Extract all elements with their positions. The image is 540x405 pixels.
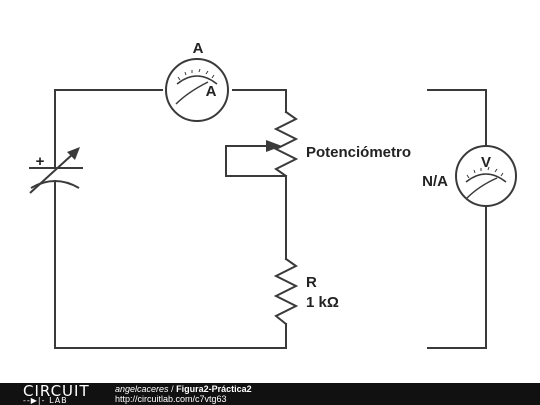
wire-top-right xyxy=(232,89,287,113)
wire-left-bottom xyxy=(54,191,287,349)
byline-separator: / xyxy=(171,384,174,394)
logo-lab-text: LAB xyxy=(49,396,68,405)
byline: angelcaceres / Figura2-Práctica2 xyxy=(115,384,252,394)
author-name[interactable]: angelcaceres xyxy=(115,384,169,394)
diode-icon: -‐▶|- xyxy=(23,396,46,405)
ammeter: A xyxy=(165,58,229,122)
voltmeter-label: N/A xyxy=(422,173,448,190)
circuitlab-logo[interactable]: CIRCUIT xyxy=(23,382,90,400)
voltmeter-symbol: V xyxy=(481,154,491,171)
voltmeter: V xyxy=(455,145,517,207)
variable-voltage-source xyxy=(29,147,83,194)
source-polarity: + xyxy=(36,153,45,170)
potentiometer-wiper xyxy=(225,145,287,177)
variable-arrow-icon xyxy=(67,147,80,160)
footer-bar: CIRCUIT -‐▶|- LAB angelcaceres / Figura2… xyxy=(0,382,540,405)
circuit-title[interactable]: Figura2-Práctica2 xyxy=(176,384,252,394)
resistor-value: 1 kΩ xyxy=(306,294,339,311)
voltmeter-wire xyxy=(427,89,487,349)
resistor-name: R xyxy=(306,274,317,291)
ammeter-label: A xyxy=(193,40,204,57)
resistor-zigzag xyxy=(273,257,299,326)
wiper-arrow-icon xyxy=(266,140,282,152)
ammeter-symbol: A xyxy=(206,83,217,100)
circuitlab-logo-sub: -‐▶|- LAB xyxy=(23,396,68,405)
circuit-diagram: A A Potenciómetro R 1 kΩ + V xyxy=(29,40,517,349)
circuit-url[interactable]: http://circuitlab.com/c7vtg63 xyxy=(115,394,227,404)
potentiometer-label: Potenciómetro xyxy=(306,144,411,161)
potentiometer-zigzag xyxy=(273,110,299,178)
